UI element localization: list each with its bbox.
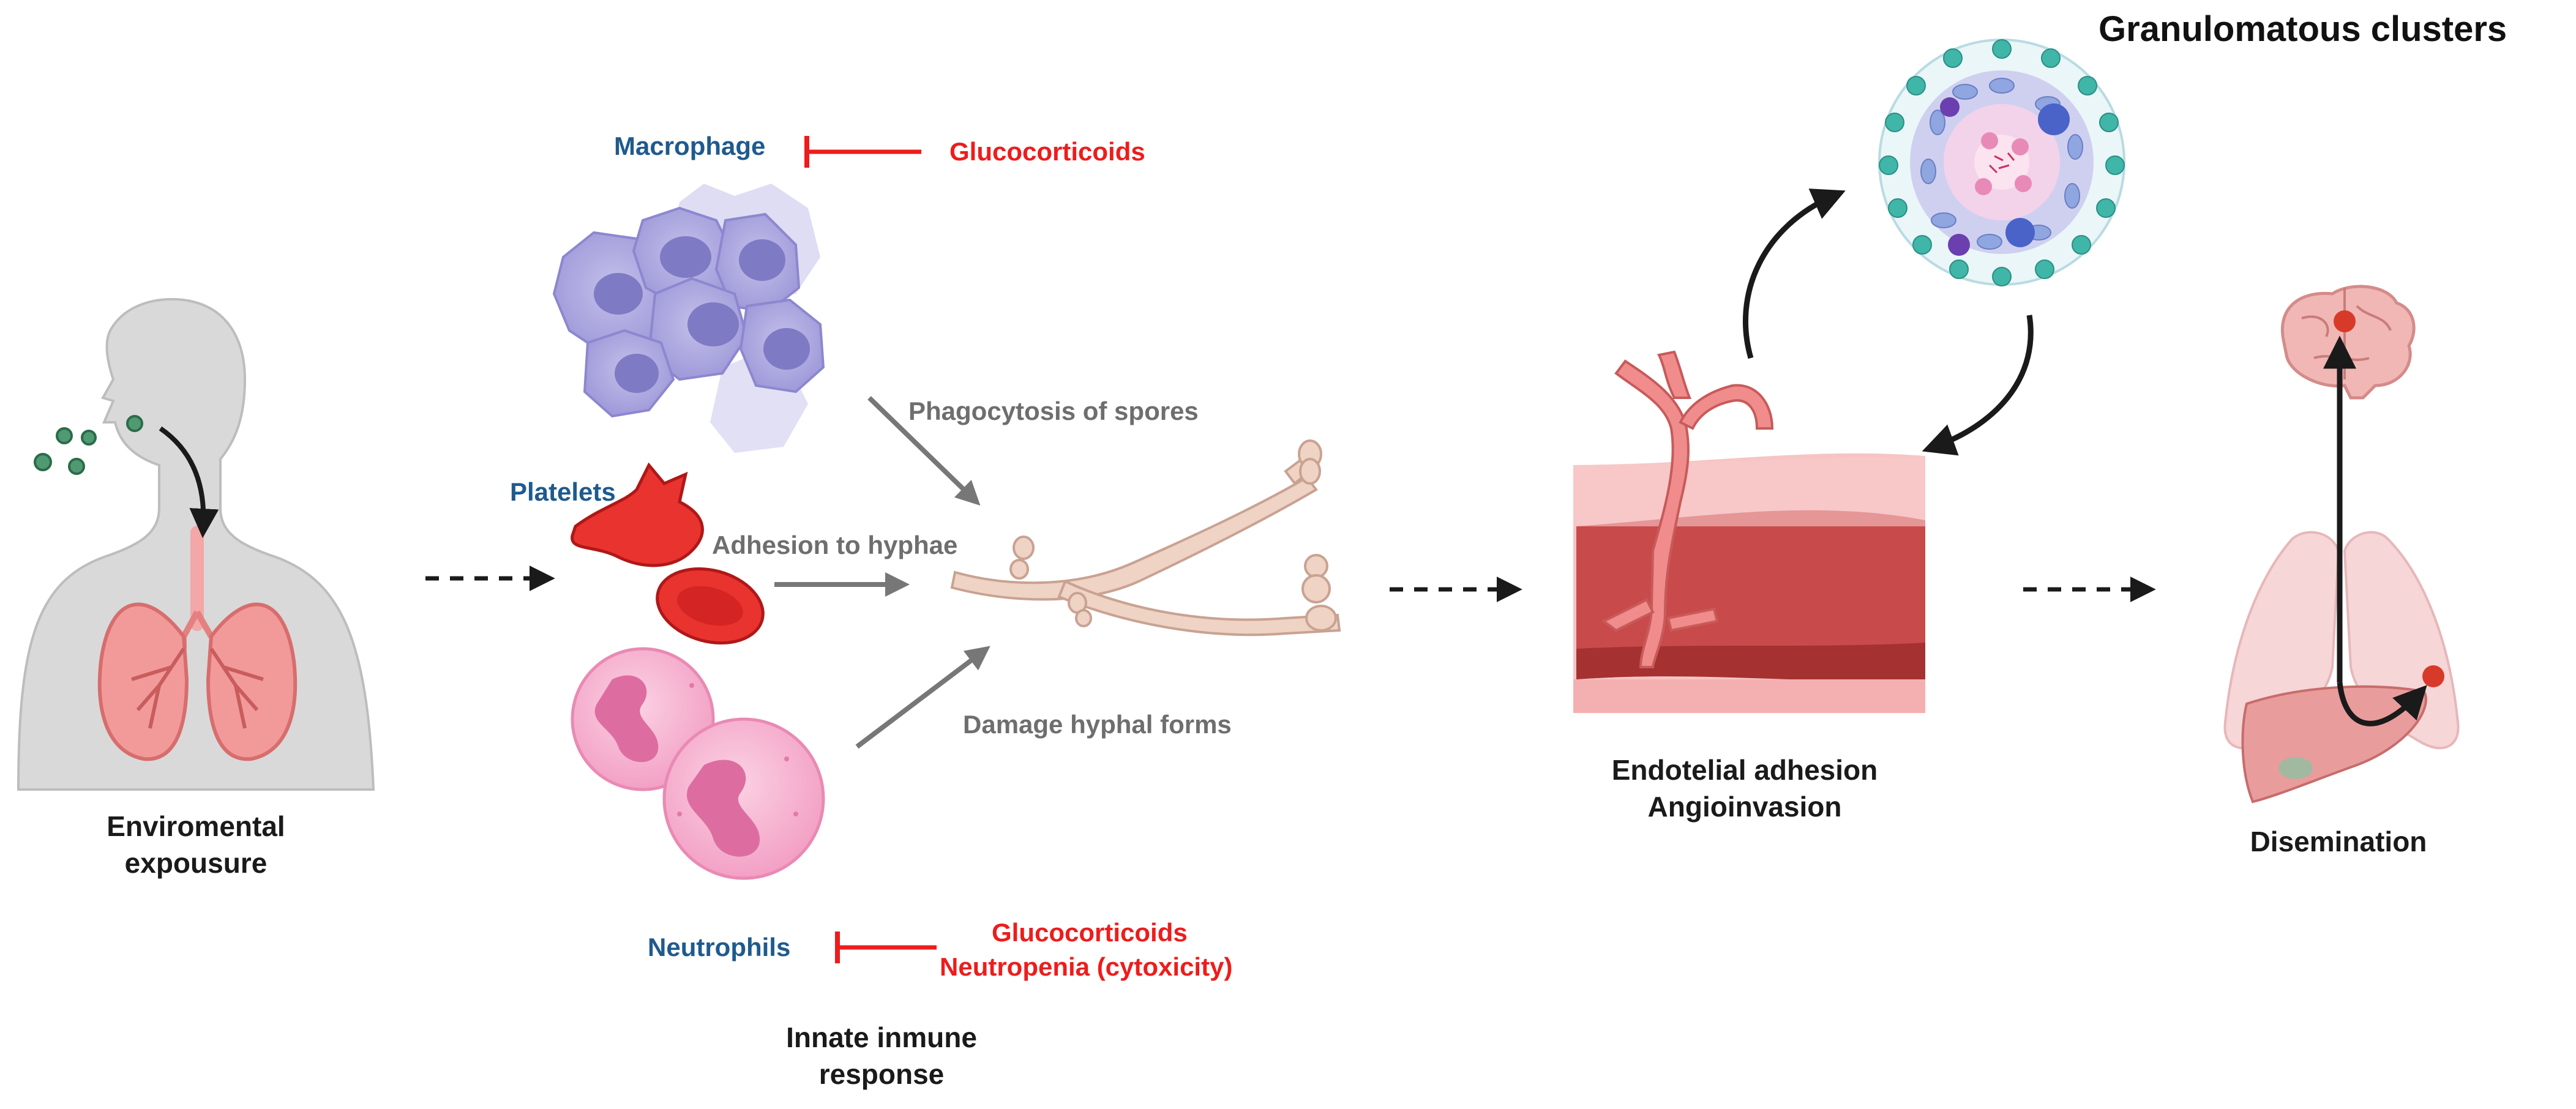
phagocytosis-label: Phagocytosis of spores — [908, 397, 1199, 425]
neutrophil-inhibitor-label-2: Neutropenia (cytoxicity) — [940, 952, 1233, 981]
stage-angio-label: Endotelial adhesion Angioinvasion — [1586, 752, 1904, 825]
stage-angio-line1: Endotelial adhesion — [1611, 754, 1878, 786]
neutrophil-inhibition — [835, 932, 937, 963]
invading-hypha-icon — [1601, 350, 1774, 668]
stage-exposure-line2: expousure — [124, 847, 268, 879]
macrophage-cluster-icon — [552, 184, 825, 453]
lungs-liver-icon — [2223, 531, 2460, 804]
granuloma-arrow-down — [1922, 315, 2034, 456]
granuloma-arrow-up — [1743, 189, 1846, 359]
human-silhouette-icon — [17, 297, 375, 791]
inhalation-arrow — [159, 426, 219, 539]
damage-arrow — [855, 646, 990, 749]
granuloma-icon — [1878, 39, 2125, 286]
neutrophils-label: Neutrophils — [648, 933, 791, 962]
stage-dissemination-label: Disemination — [2250, 826, 2427, 857]
macrophage-inhibitor-label: Glucocorticoids — [949, 137, 1145, 166]
stage-exposure-line1: Enviromental — [107, 810, 285, 842]
hyphae-icon — [950, 439, 1341, 637]
neutrophil-inhibitor-label-1: Glucocorticoids — [992, 918, 1188, 947]
neutrophils-icon — [571, 647, 825, 880]
stage-exposure-label: Enviromental expousure — [67, 808, 324, 881]
stage-angio-line2: Angioinvasion — [1647, 791, 1842, 823]
adhesion-label: Adhesion to hyphae — [712, 531, 958, 559]
stage-innate-label: Innate inmune response — [735, 1019, 1028, 1092]
granulomatous-clusters-title: Granulomatous clusters — [2099, 9, 2507, 49]
macrophage-inhibition — [804, 136, 921, 168]
spores-icon — [34, 415, 143, 475]
stage-innate-line1: Innate inmune — [786, 1021, 977, 1053]
brain-icon — [2281, 285, 2416, 400]
platelets-label: Platelets — [510, 477, 616, 506]
dissemination-arrow-down — [2337, 682, 2427, 726]
blood-vessel-icon — [1573, 453, 1925, 713]
platelets-icon — [571, 462, 765, 644]
stage-innate-line2: response — [818, 1058, 945, 1090]
damage-label: Damage hyphal forms — [963, 710, 1232, 739]
macrophage-label: Macrophage — [614, 132, 766, 160]
phagocytosis-arrow — [867, 396, 981, 506]
